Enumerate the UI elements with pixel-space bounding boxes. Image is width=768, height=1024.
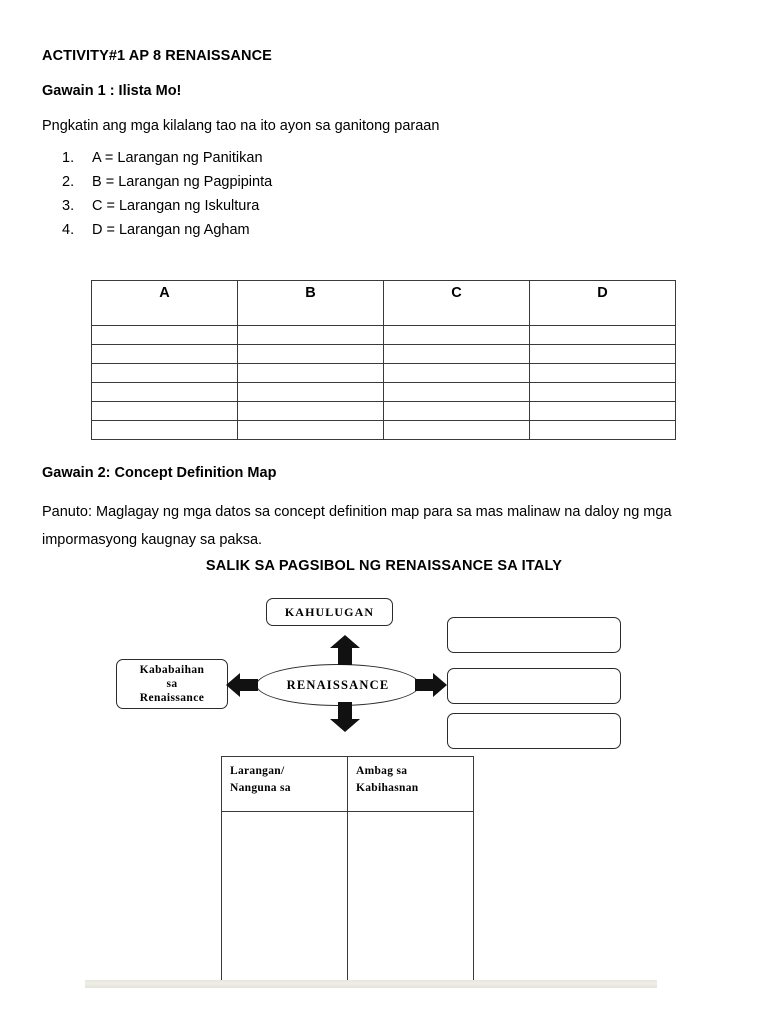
answer-cell[interactable] [91,401,238,421]
answer-cell[interactable] [347,811,474,985]
table-header-row: A B C D [91,280,676,326]
answer-cell[interactable] [529,420,676,440]
table-row[interactable] [91,420,676,440]
answer-cell[interactable] [237,344,384,364]
answer-cell[interactable] [91,325,238,345]
answer-cell[interactable] [237,382,384,402]
answer-cell[interactable] [383,325,530,345]
arrow-right-icon [415,673,447,697]
concept-box-line: Renaissance [139,692,205,704]
table-row[interactable] [221,811,474,985]
list-item: 1. A = Larangan ng Panitikan [62,150,482,174]
column-header-d: D [529,280,676,326]
answer-cell[interactable] [383,401,530,421]
table-row[interactable] [91,382,676,402]
answer-cell[interactable] [529,344,676,364]
gawain1-instruction: Pngkatin ang mga kilalang tao na ito ayo… [42,118,440,134]
page-footer-bar [85,980,657,988]
concept-box-kahulugan[interactable]: KAHULUGAN [266,598,393,626]
header-line: Ambag sa [356,765,408,777]
concept-map-title: SALIK SA PAGSIBOL NG RENAISSANCE SA ITAL… [205,558,563,574]
header-line: Larangan/ [230,765,285,777]
gawain2-instruction: Panuto: Maglagay ng mga datos sa concept… [42,504,672,548]
header-line: Kabihasnan [356,782,419,794]
answer-cell[interactable] [91,382,238,402]
table-row[interactable] [91,363,676,383]
table-row[interactable] [91,344,676,364]
answer-cell[interactable] [91,420,238,440]
answer-cell[interactable] [91,344,238,364]
list-item-number: 4. [62,222,75,238]
list-item-number: 3. [62,198,75,214]
column-header-a: A [91,280,238,326]
answer-cell[interactable] [383,420,530,440]
list-item: 4. D = Larangan ng Agham [62,222,482,246]
answer-cell[interactable] [529,325,676,345]
answer-cell[interactable] [383,382,530,402]
list-item-label: A = Larangan ng Panitikan [92,150,263,166]
list-item: 2. B = Larangan ng Pagpipinta [62,174,482,198]
list-item-label: D = Larangan ng Agham [92,222,250,238]
arrow-up-icon [330,635,360,665]
answer-cell[interactable] [237,363,384,383]
answer-cell[interactable] [383,344,530,364]
column-header-ambag: Ambag sa Kabihasnan [347,756,474,812]
column-header-larangan: Larangan/ Nanguna sa [221,756,348,812]
header-line: Nanguna sa [230,782,291,794]
list-item: 3. C = Larangan ng Iskultura [62,198,482,222]
column-header-b: B [237,280,384,326]
answer-cell[interactable] [237,420,384,440]
concept-blank-box-3[interactable] [447,713,621,749]
table-row[interactable] [91,401,676,421]
concept-blank-box-2[interactable] [447,668,621,704]
answer-cell[interactable] [221,811,348,985]
answer-cell[interactable] [529,382,676,402]
larangan-table: Larangan/ Nanguna sa Ambag sa Kabihasnan [221,756,474,985]
arrow-down-icon [330,702,360,732]
category-legend-list: 1. A = Larangan ng Panitikan 2. B = Lara… [62,150,482,246]
answer-cell[interactable] [237,325,384,345]
concept-center-ellipse: RENAISSANCE [256,664,420,706]
category-table: A B C D [91,280,676,440]
gawain2-title: Gawain 2: Concept Definition Map [42,465,277,481]
page-title: ACTIVITY#1 AP 8 RENAISSANCE [42,48,272,64]
list-item-label: C = Larangan ng Iskultura [92,198,260,214]
list-item-number: 1. [62,150,75,166]
list-item-number: 2. [62,174,75,190]
table-row[interactable] [91,325,676,345]
concept-box-kababaihan[interactable]: Kababaihan sa Renaissance [116,659,228,709]
concept-blank-box-1[interactable] [447,617,621,653]
gawain1-title: Gawain 1 : Ilista Mo! [42,83,182,99]
column-header-c: C [383,280,530,326]
concept-box-line: sa [166,678,178,690]
answer-cell[interactable] [529,401,676,421]
answer-cell[interactable] [529,363,676,383]
arrow-left-icon [226,673,258,697]
list-item-label: B = Larangan ng Pagpipinta [92,174,273,190]
answer-cell[interactable] [237,401,384,421]
table-header-row: Larangan/ Nanguna sa Ambag sa Kabihasnan [221,756,474,812]
concept-box-line: Kababaihan [139,664,205,676]
answer-cell[interactable] [91,363,238,383]
answer-cell[interactable] [383,363,530,383]
